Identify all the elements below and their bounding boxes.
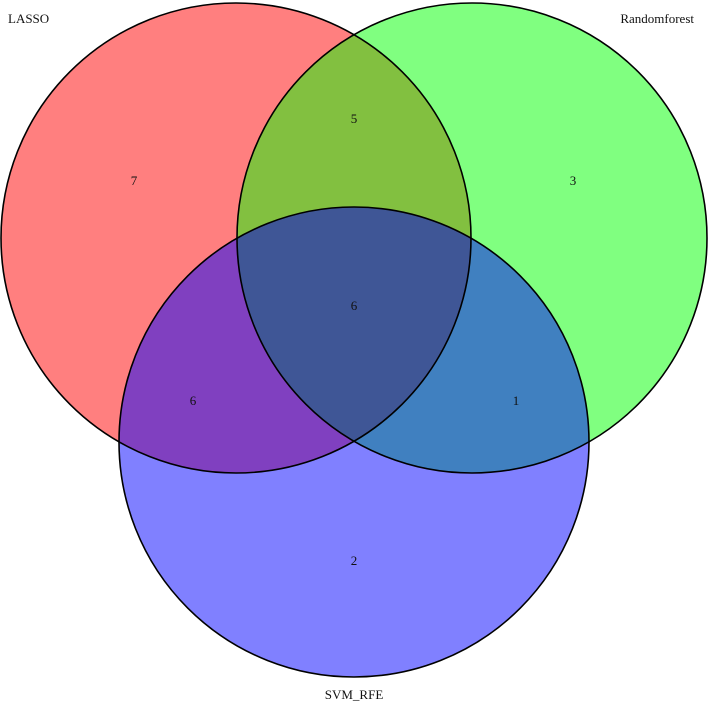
randomforest-label: Randomforest (620, 11, 694, 26)
lasso-svm-count: 6 (190, 393, 197, 408)
lasso-only-count: 7 (131, 173, 138, 188)
lasso-randomforest-count: 5 (351, 111, 358, 126)
randomforest-only-count: 3 (570, 173, 577, 188)
svm-rfe-outline (118, 206, 590, 678)
randomforest-svm-count: 1 (513, 393, 520, 408)
svm-rfe-only-count: 2 (351, 553, 358, 568)
all-three-count: 6 (351, 298, 358, 313)
svm-rfe-label: SVM_RFE (325, 687, 384, 702)
lasso-label: LASSO (8, 11, 49, 26)
